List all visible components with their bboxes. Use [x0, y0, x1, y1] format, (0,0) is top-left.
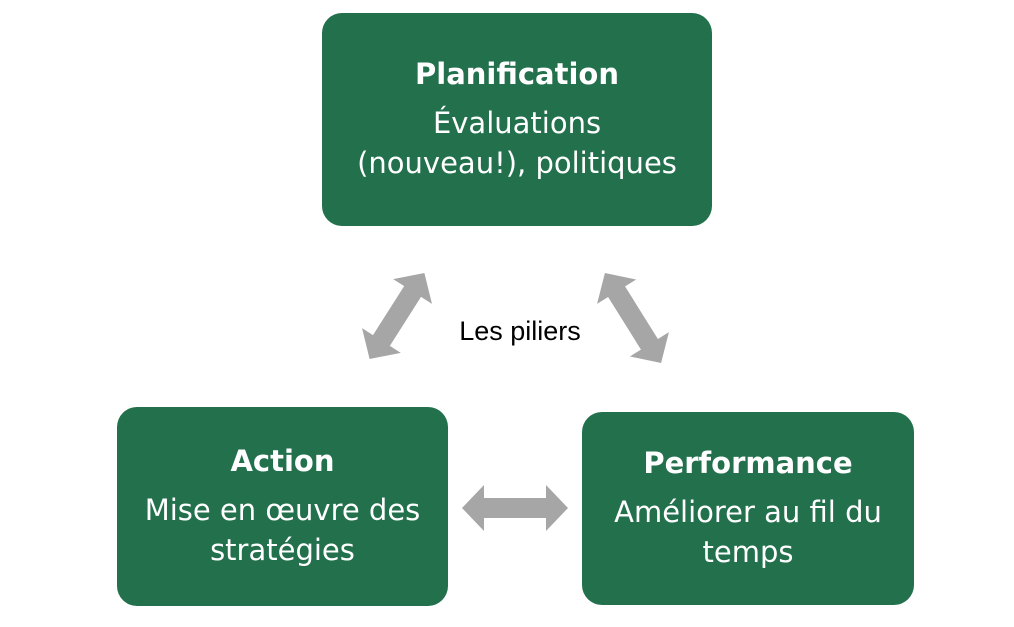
node-desc-line: (nouveau!), politiques: [357, 145, 677, 180]
node-title: Performance: [643, 445, 853, 480]
center-label: Les piliers: [459, 316, 581, 346]
double-arrow-left: [362, 272, 432, 360]
node-performance: Performance Améliorer au fil du temps: [582, 412, 914, 605]
double-arrow-bottom: [462, 485, 568, 531]
node-desc-line: Mise en œuvre des: [144, 492, 421, 527]
node-description: Améliorer au fil du temps: [614, 492, 882, 572]
node-desc-line: Améliorer au fil du: [614, 494, 882, 529]
node-title: Action: [230, 443, 335, 478]
node-description: Mise en œuvre des stratégies: [145, 490, 421, 570]
node-planification: Planification Évaluations (nouveau!), po…: [322, 13, 712, 226]
node-desc-line: temps: [702, 534, 794, 569]
node-desc-line: stratégies: [210, 532, 355, 567]
double-arrow-right: [597, 273, 669, 363]
node-action: Action Mise en œuvre des stratégies: [117, 407, 448, 606]
node-title: Planification: [415, 56, 619, 91]
node-desc-line: Évaluations: [432, 105, 602, 140]
node-description: Évaluations (nouveau!), politiques: [357, 103, 677, 183]
